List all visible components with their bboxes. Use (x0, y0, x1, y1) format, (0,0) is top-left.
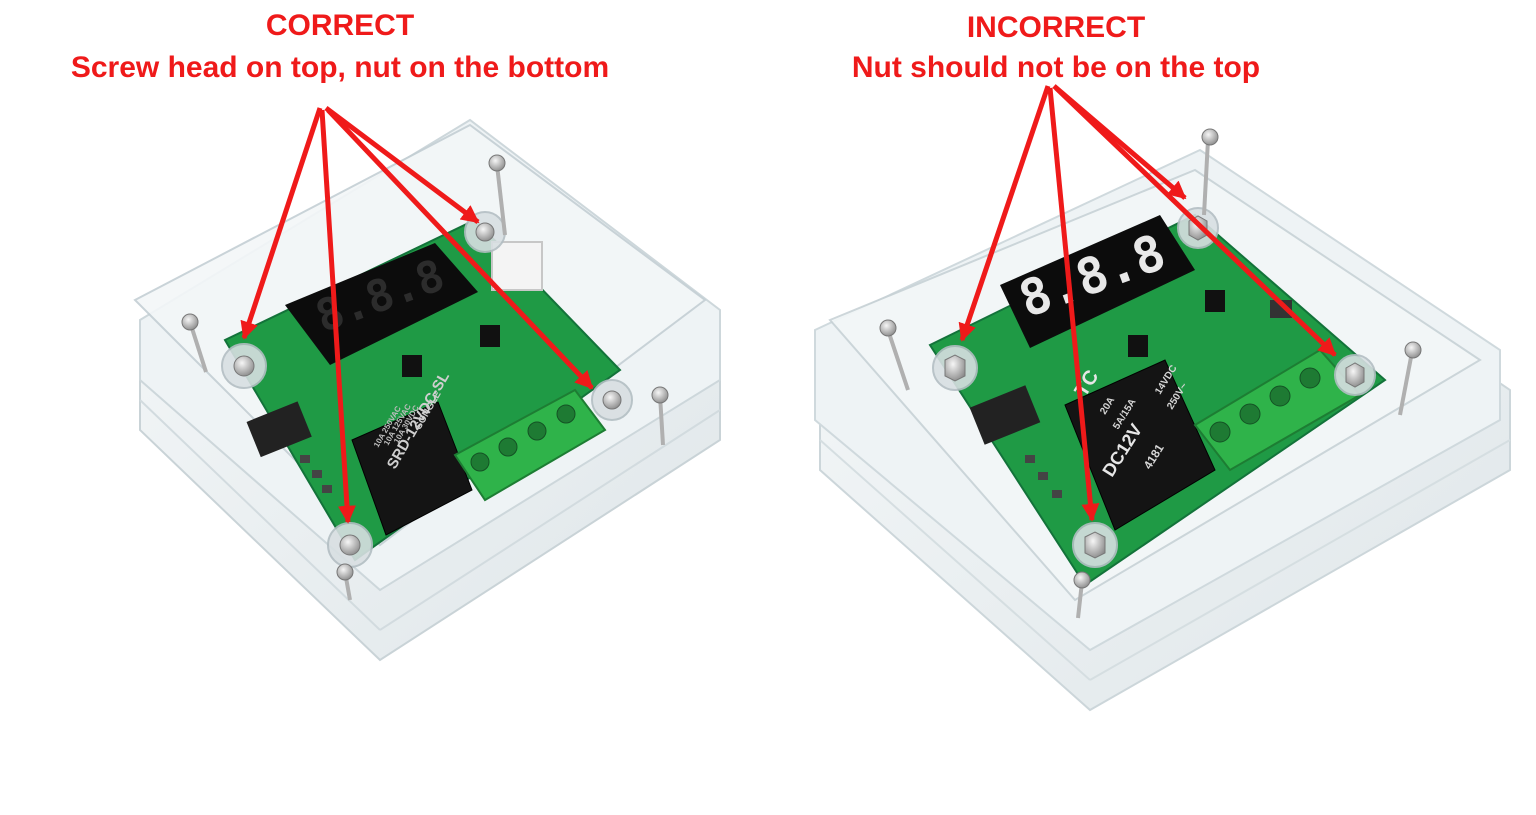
bolt-head (1201, 128, 1219, 146)
annotation-arrow (326, 108, 594, 390)
relay (1064, 359, 1216, 531)
ic-chip (969, 385, 1041, 445)
bolt-shaft (886, 329, 910, 391)
terminal-screw (498, 437, 518, 457)
case-edge (819, 439, 1091, 681)
transistor (402, 355, 422, 377)
incorrect-photo: 8.8.8 TC 20A 5A/15A 14VDC 250V~ DC12V 41… (814, 84, 1511, 712)
screw-head (475, 222, 495, 242)
nut-on-top (944, 354, 966, 382)
correct-photo: 8.8.8 SRD-12VDC-SL 10A 250VAC 10A 125VAC… (133, 106, 721, 662)
bolt-shaft (1202, 139, 1210, 216)
bolt-shaft (1398, 351, 1414, 416)
case-edge (139, 399, 381, 631)
screw-head (602, 390, 622, 410)
bolt-head (1073, 571, 1091, 589)
annotation-arrow (324, 106, 480, 224)
led-display (285, 243, 478, 365)
terminal-screw (1299, 367, 1321, 389)
terminal-screw (1239, 403, 1261, 425)
transistor (1128, 335, 1148, 357)
case-edge (1089, 439, 1511, 681)
terminal-screw (1269, 385, 1291, 407)
smd-component (1270, 300, 1292, 318)
terminal-screw (556, 404, 576, 424)
bolt-head (879, 319, 897, 337)
annotation-arrow (1054, 86, 1337, 357)
transistor (1205, 290, 1225, 312)
bolt-head (488, 154, 506, 172)
bolt-head (1404, 341, 1422, 359)
nut-on-top (1084, 531, 1106, 559)
correct-title: CORRECT (265, 9, 415, 42)
annotation-arrow (1047, 87, 1100, 522)
terminal-screw (470, 452, 490, 472)
case-edge (379, 409, 721, 631)
correct-caption: Screw head on top, nut on the bottom (70, 51, 610, 84)
nut-on-top (1345, 362, 1365, 388)
transistor (480, 325, 500, 347)
bolt-shaft (188, 321, 208, 373)
bolt-shaft (495, 164, 507, 236)
screw-head (339, 534, 361, 556)
screw-head (233, 355, 255, 377)
smd-component (312, 470, 322, 478)
smd-component (322, 485, 332, 493)
bolt-head (651, 386, 669, 404)
terminal-screw (1209, 421, 1231, 443)
bolt-head (336, 563, 354, 581)
terminal-screw (527, 421, 547, 441)
smd-component (1052, 490, 1062, 498)
smd-component (1025, 455, 1035, 463)
annotation-arrow (240, 107, 323, 340)
ic-chip (246, 401, 312, 458)
incorrect-title: INCORRECT (966, 11, 1146, 44)
relay (351, 401, 473, 536)
smd-component (1038, 472, 1048, 480)
annotation-arrow (958, 85, 1051, 342)
incorrect-caption: Nut should not be on the top (851, 51, 1261, 84)
smd-component (300, 455, 310, 463)
bolt-head (181, 313, 199, 331)
sensor-connector (491, 241, 543, 291)
annotation-arrow (319, 109, 356, 524)
led-display (1000, 215, 1195, 348)
